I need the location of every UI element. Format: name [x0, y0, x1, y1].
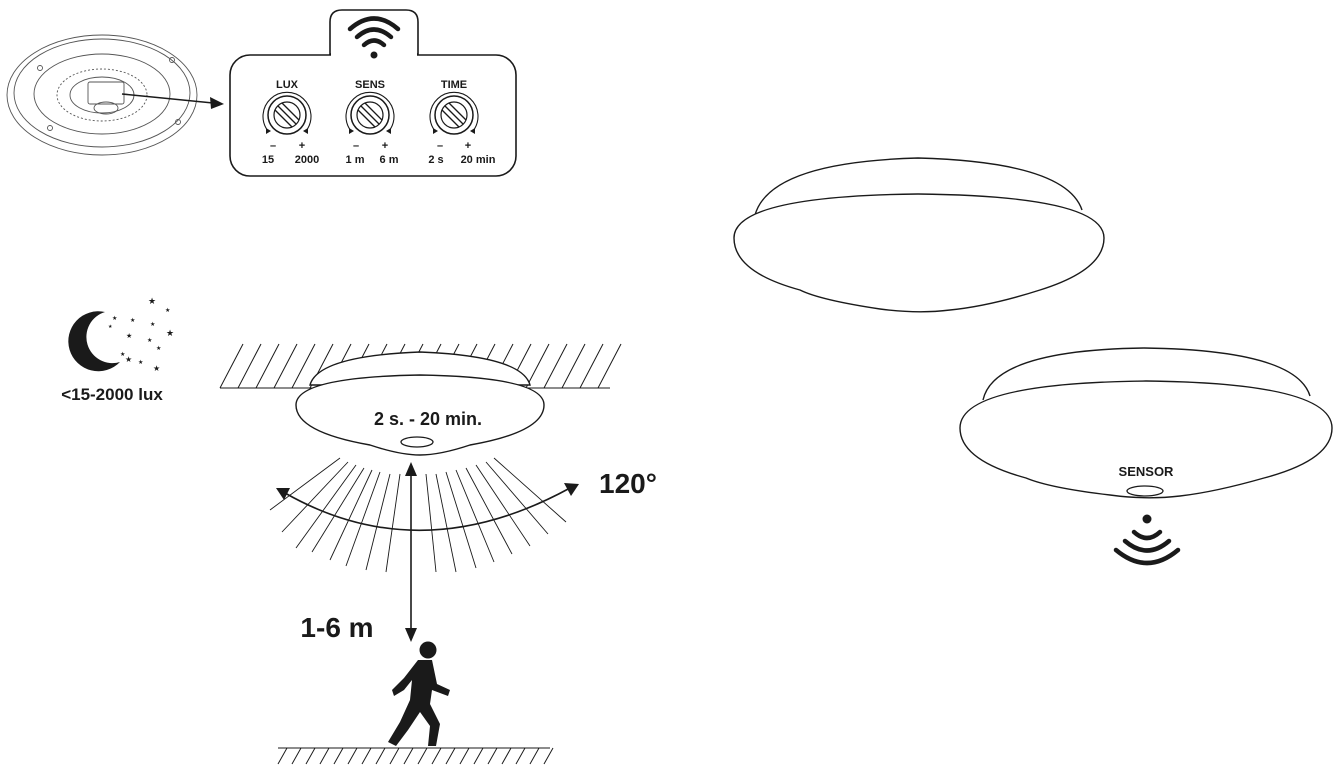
svg-text:★: ★: [148, 296, 156, 306]
knob-max: 2000: [295, 154, 319, 166]
distance-label: 1-6 m: [300, 612, 373, 643]
knob-time[interactable]: TIME – + 2 s 20 min: [428, 79, 495, 166]
svg-text:★: ★: [126, 332, 132, 340]
svg-text:★: ★: [130, 317, 135, 324]
knob-minus: –: [437, 140, 443, 152]
angle-label: 120°: [599, 468, 657, 499]
svg-text:★: ★: [153, 364, 160, 373]
svg-text:★: ★: [112, 315, 117, 322]
svg-text:★: ★: [147, 337, 152, 344]
svg-text:★: ★: [150, 321, 155, 328]
signal-waves-icon: [1113, 514, 1181, 566]
svg-text:★: ★: [138, 359, 143, 366]
detection-rays: [269, 457, 567, 573]
control-panel: LUX – + 15 2000 SENS – +: [229, 9, 517, 177]
svg-text:★: ★: [125, 355, 132, 364]
knob-plus: +: [465, 140, 471, 152]
knob-label: LUX: [276, 79, 299, 91]
svg-text:★: ★: [166, 328, 174, 338]
moon-stars-icon: ★ ★ ★ ★ ★ ★ ★ ★ ★ ★ ★ ★ ★ ★: [68, 296, 174, 373]
knob-plus: +: [382, 140, 388, 152]
walking-person-icon: [388, 641, 450, 746]
knob-sens[interactable]: SENS – + 1 m 6 m: [345, 79, 399, 166]
floor-hatch: [277, 747, 554, 765]
lamp-with-sensor: [959, 347, 1333, 499]
wifi-icon: [347, 16, 401, 59]
pointer-arrow: [121, 93, 224, 109]
lamp-sensor-lens: [400, 436, 434, 448]
angle-arc: [276, 483, 579, 532]
knob-min: 1 m: [346, 154, 365, 166]
svg-text:★: ★: [165, 307, 170, 314]
time-range-label: 2 s. - 20 min.: [374, 409, 482, 429]
svg-text:★: ★: [156, 345, 161, 352]
knob-plus: +: [299, 140, 305, 152]
distance-arrow: [405, 462, 417, 642]
lux-label: <15-2000 lux: [61, 385, 163, 404]
lamp-plain: [733, 157, 1105, 313]
knob-max: 6 m: [380, 154, 399, 166]
knob-max: 20 min: [461, 154, 496, 166]
knob-label: TIME: [441, 79, 467, 91]
svg-text:★: ★: [120, 351, 125, 358]
knob-minus: –: [270, 140, 276, 152]
ceiling-lamp: [295, 351, 545, 456]
knob-lux[interactable]: LUX – + 15 2000: [262, 79, 319, 166]
knob-minus: –: [353, 140, 359, 152]
svg-text:★: ★: [108, 324, 113, 330]
sensor-lens: [1126, 485, 1164, 497]
sensor-label: SENSOR: [1119, 464, 1175, 479]
knob-min: 15: [262, 154, 274, 166]
lamp-base-sketch: [6, 34, 198, 156]
knob-min: 2 s: [428, 154, 443, 166]
knob-label: SENS: [355, 79, 385, 91]
